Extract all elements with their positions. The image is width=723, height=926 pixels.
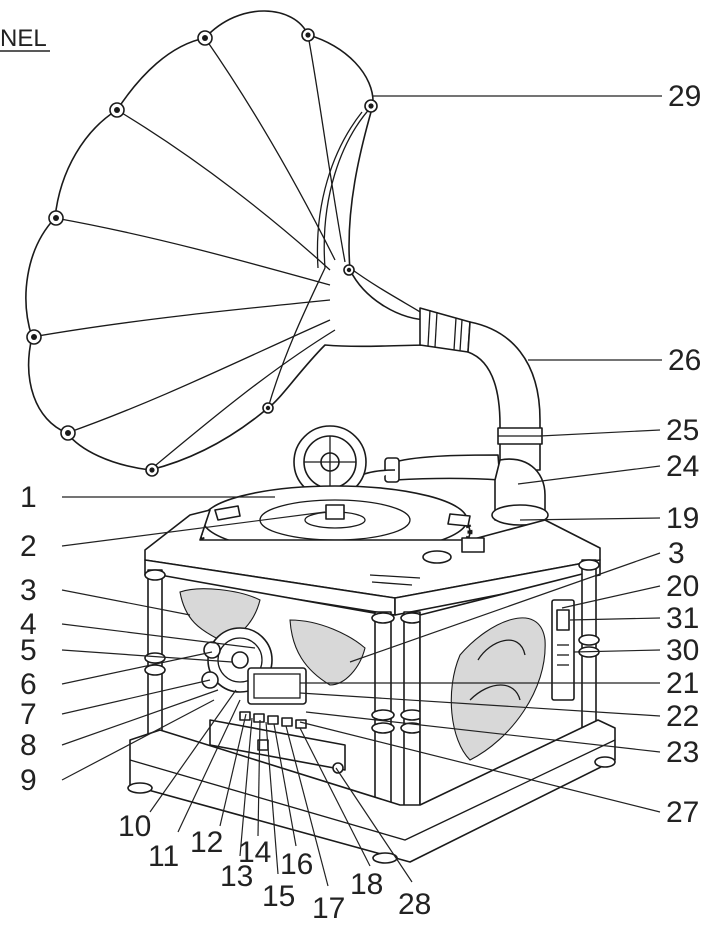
- callout-21: 21: [666, 667, 699, 700]
- callout-28: 28: [398, 888, 431, 921]
- leader-25: [539, 429, 661, 437]
- leader-19: [519, 517, 661, 521]
- callout-15: 15: [262, 880, 295, 913]
- leader-18: [299, 727, 371, 867]
- callout-20: 20: [666, 570, 699, 603]
- callout-31: 31: [666, 602, 699, 635]
- callout-19: 19: [666, 502, 699, 535]
- horn-bell: [25, 10, 433, 477]
- cabinet-front: [144, 569, 424, 838]
- callout-23: 23: [666, 736, 699, 769]
- callout-11: 11: [148, 840, 179, 873]
- callout-8: 8: [20, 729, 37, 762]
- leader-lines: [61, 95, 662, 887]
- callout-4: 4: [20, 608, 37, 641]
- callout-7: 7: [20, 698, 37, 731]
- leader-17: [285, 725, 329, 887]
- leader-27: [299, 721, 661, 813]
- leader-15: [265, 721, 279, 875]
- leader-31: [569, 617, 661, 621]
- cabinet-top: [144, 509, 601, 616]
- leader-5: [61, 649, 233, 663]
- leader-12: [219, 713, 247, 827]
- callout-17: 17: [312, 892, 345, 925]
- gramophone-drawing: [25, 10, 616, 864]
- leader-10: [149, 689, 237, 813]
- leader-7: [61, 679, 211, 715]
- callout-9: 9: [20, 764, 37, 797]
- callout-16: 16: [280, 848, 313, 881]
- callout-25: 25: [666, 414, 699, 447]
- leader-20: [561, 585, 661, 609]
- section-header: NEL: [0, 25, 50, 52]
- leader-16: [273, 723, 297, 847]
- leader-14: [257, 719, 261, 837]
- leader-6: [61, 651, 213, 685]
- leader-22: [299, 692, 661, 717]
- leader-8: [61, 689, 219, 746]
- horn-neck: [419, 307, 471, 353]
- callout-30: 30: [666, 634, 699, 667]
- leader-23: [305, 711, 661, 753]
- leader-28: [335, 767, 413, 883]
- callout-18: 18: [350, 868, 383, 901]
- callout-22: 22: [666, 700, 699, 733]
- callout-24: 24: [666, 450, 699, 483]
- leader-24: [517, 465, 661, 485]
- leader-9: [61, 699, 215, 781]
- callout-10: 10: [118, 810, 151, 843]
- callout-labels: 29 26 25 24 1 19 2 3 3 20 4 31 5 30 6 21…: [20, 80, 701, 925]
- callout-3-right: 3: [668, 537, 685, 570]
- leader-13: [239, 717, 253, 857]
- leader-11: [177, 699, 241, 833]
- callout-27: 27: [666, 796, 699, 829]
- callout-12: 12: [190, 826, 223, 859]
- leader-30: [573, 649, 661, 653]
- callout-2: 2: [20, 530, 37, 563]
- callout-26: 26: [668, 344, 701, 377]
- tone-arm-tube: [467, 321, 543, 471]
- leader-3-right: [349, 552, 661, 663]
- leader-4: [61, 623, 256, 649]
- header-text: NEL: [0, 25, 47, 52]
- cabinet-base: [127, 719, 616, 864]
- callout-29: 29: [668, 80, 701, 113]
- callout-6: 6: [20, 668, 37, 701]
- callout-3-left: 3: [20, 574, 37, 607]
- leader-2: [61, 511, 326, 547]
- callout-1: 1: [20, 481, 37, 514]
- callout-13: 13: [220, 860, 253, 893]
- callout-14: 14: [238, 836, 271, 869]
- callout-5: 5: [20, 634, 37, 667]
- leader-3-left: [61, 589, 191, 616]
